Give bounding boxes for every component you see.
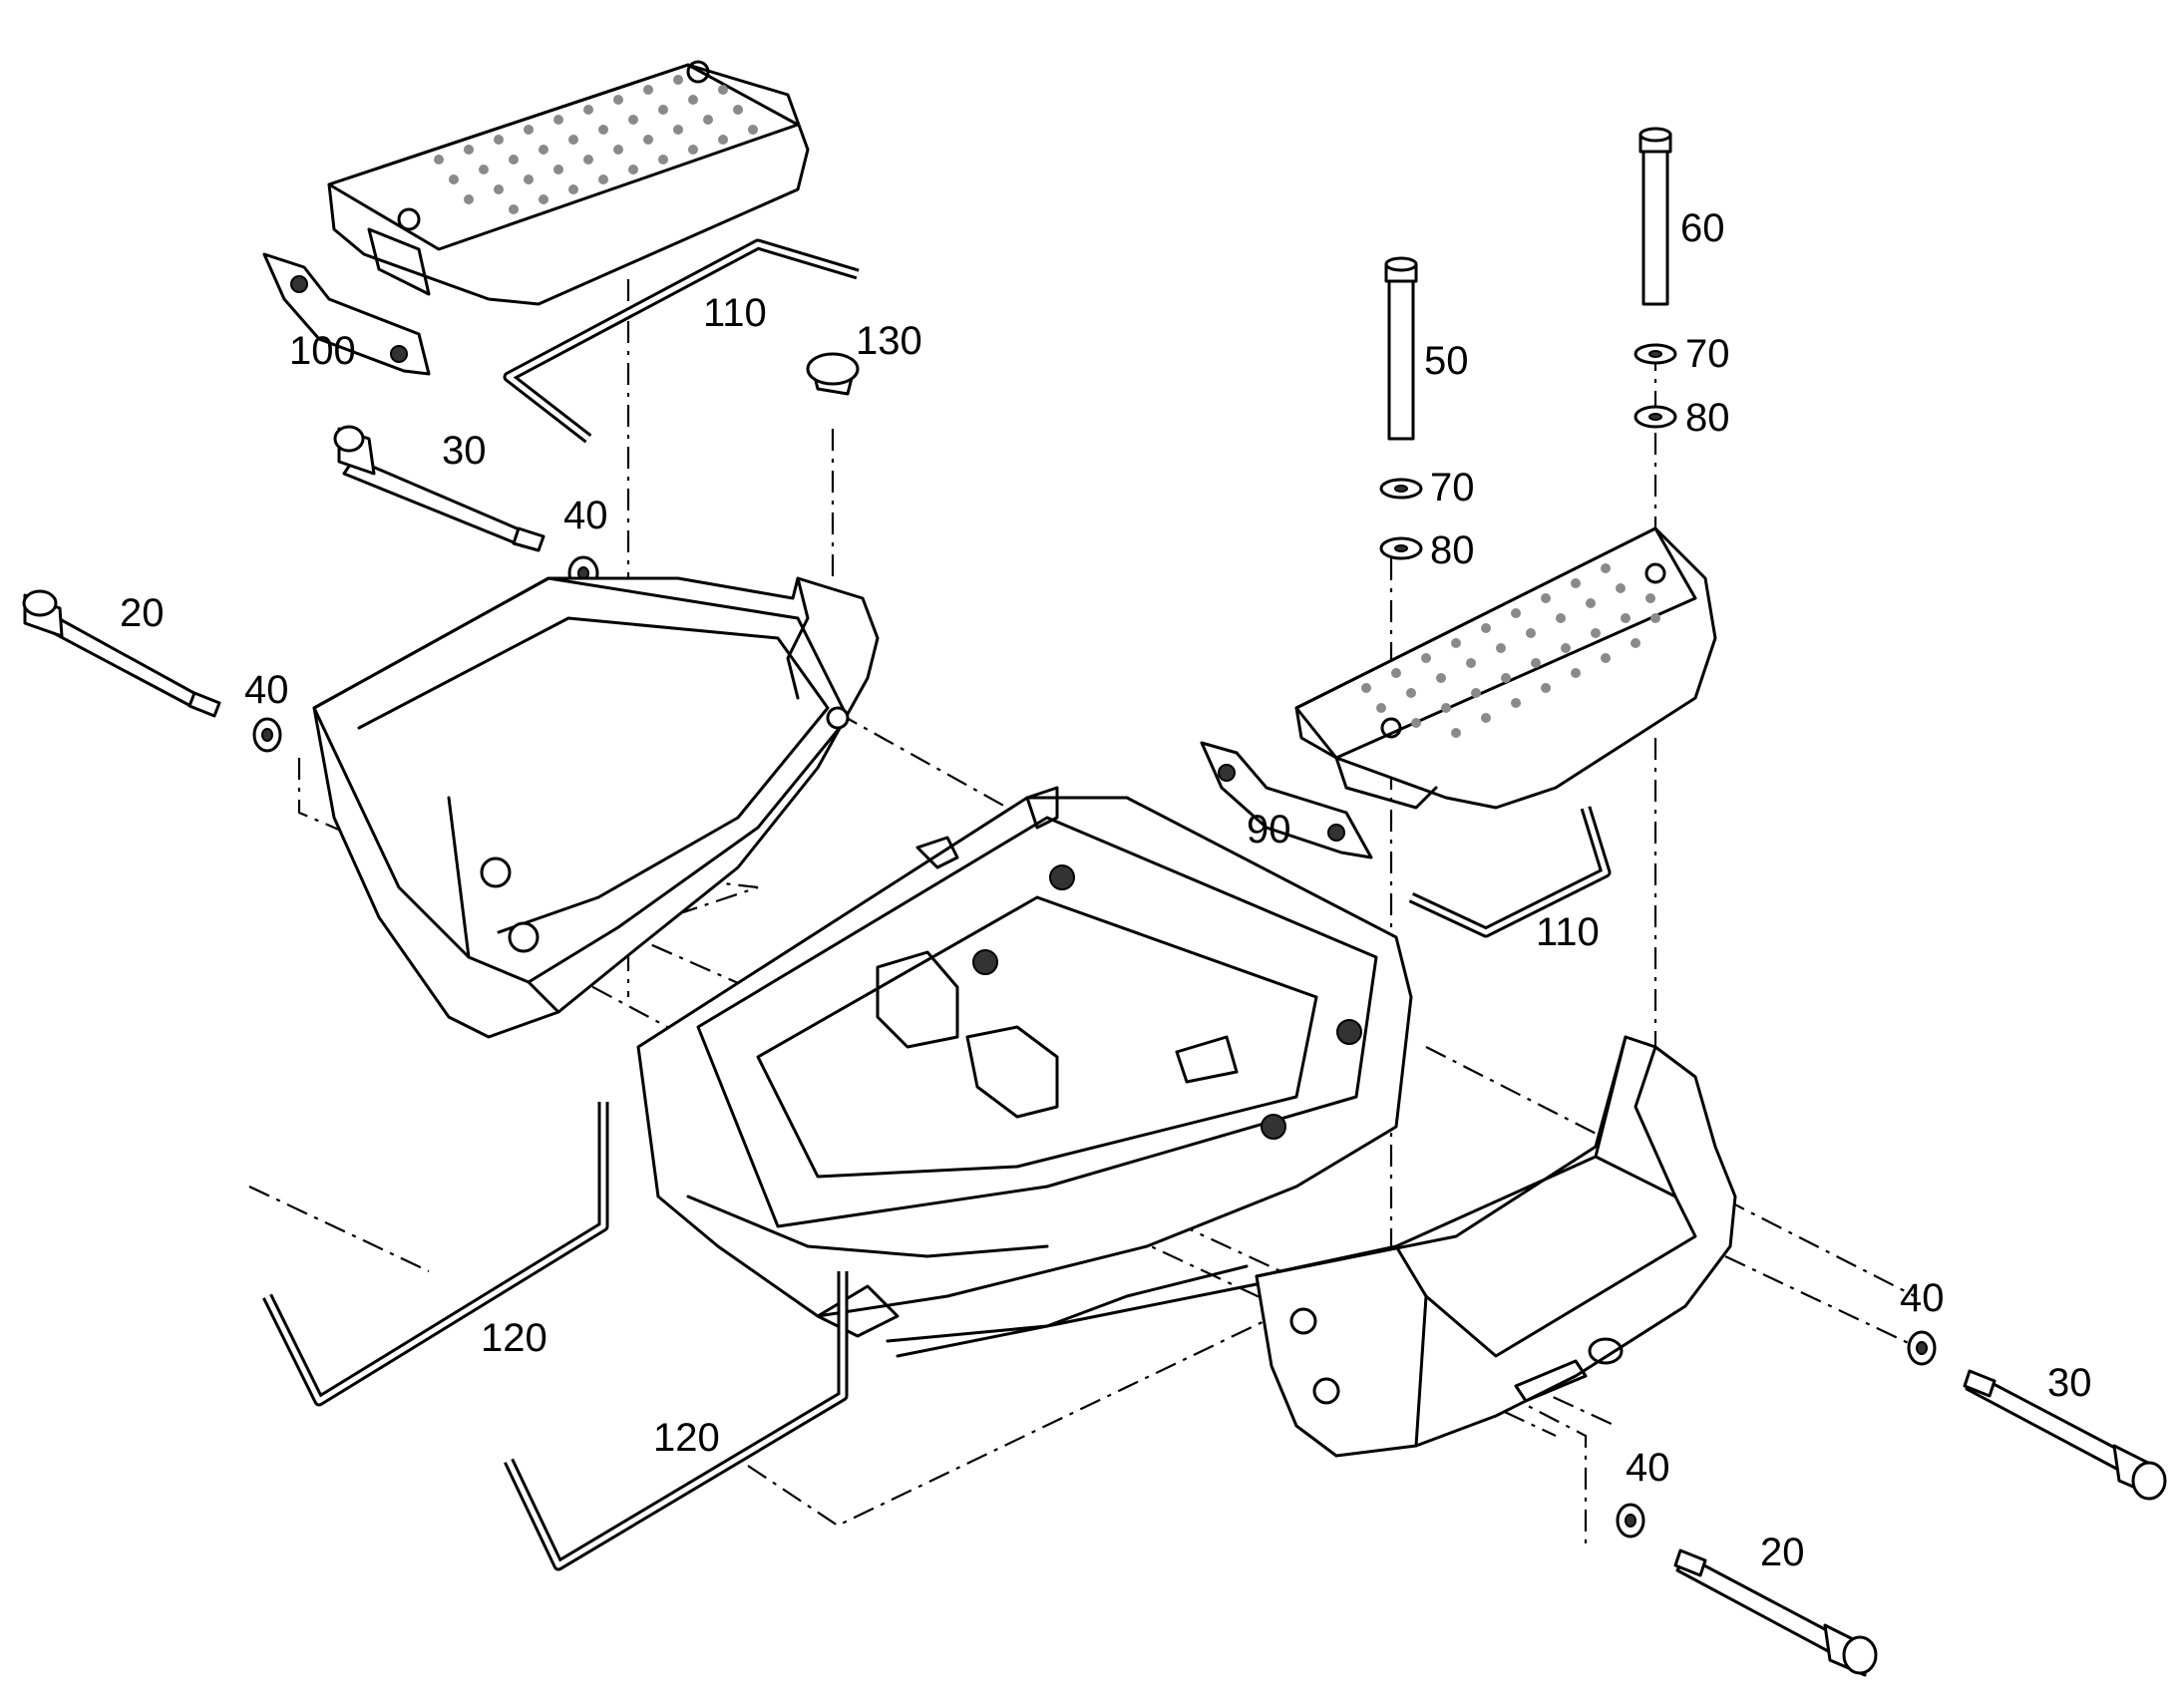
callout-50: 50: [1424, 339, 1469, 383]
washer-80-b: [1634, 405, 1677, 429]
washer-40-b: [252, 717, 282, 753]
callout-60: 60: [1680, 206, 1725, 250]
step-cover-right: [1294, 526, 1717, 810]
callout-30-right: 30: [2047, 1361, 2092, 1405]
gasket-120-b: [504, 1271, 849, 1571]
callout-90: 90: [1247, 808, 1291, 852]
callout-100: 100: [289, 329, 356, 373]
callout-40-b: 40: [244, 668, 289, 712]
gasket-120-a: [262, 1102, 609, 1407]
callout-70-b: 70: [1685, 332, 1730, 376]
callout-20-right: 20: [1760, 1531, 1805, 1574]
gasket-110-right: [1408, 806, 1612, 938]
washer-70-b: [1634, 343, 1677, 365]
callout-40-d: 40: [1626, 1446, 1670, 1490]
step-housing-right: [1255, 1035, 1737, 1458]
callout-110-right: 110: [1536, 910, 1600, 954]
bolt-20-right: [1673, 1548, 1878, 1677]
callout-40-a: 40: [563, 494, 608, 537]
bolt-30-left: [333, 425, 545, 552]
step-cover-left: [327, 60, 810, 306]
callout-120-b: 120: [653, 1416, 720, 1460]
washer-40-c: [1907, 1330, 1937, 1366]
bracket-100: [262, 252, 431, 376]
bracket-90: [1200, 741, 1373, 859]
callout-80-a: 80: [1430, 528, 1475, 572]
bolt-20-left: [22, 589, 221, 718]
plug-130: [806, 352, 860, 396]
bolt-50: [1384, 256, 1418, 441]
callout-130: 130: [856, 319, 922, 363]
central-frame: [636, 786, 1413, 1358]
callout-80-b: 80: [1685, 396, 1730, 440]
callout-30-left: 30: [442, 429, 487, 473]
callout-120-a: 120: [481, 1316, 547, 1360]
callout-70-a: 70: [1430, 466, 1475, 510]
step-housing-left: [312, 576, 880, 1039]
callout-labels: 100 110 130 30 40 20 40 50 70 80 60 70 8…: [120, 206, 2092, 1574]
bolt-60: [1638, 127, 1672, 306]
washer-80-a: [1379, 536, 1423, 560]
washer-70-a: [1379, 478, 1423, 500]
tread-dots-left: [434, 75, 758, 214]
callout-110-top: 110: [703, 291, 767, 335]
bolt-30-right: [1963, 1369, 2167, 1501]
callout-20-left: 20: [120, 591, 165, 635]
callout-40-c: 40: [1900, 1276, 1945, 1320]
tread-dots-right: [1361, 563, 1660, 738]
gasket-110-top: [503, 238, 860, 444]
washer-40-d: [1616, 1503, 1645, 1538]
